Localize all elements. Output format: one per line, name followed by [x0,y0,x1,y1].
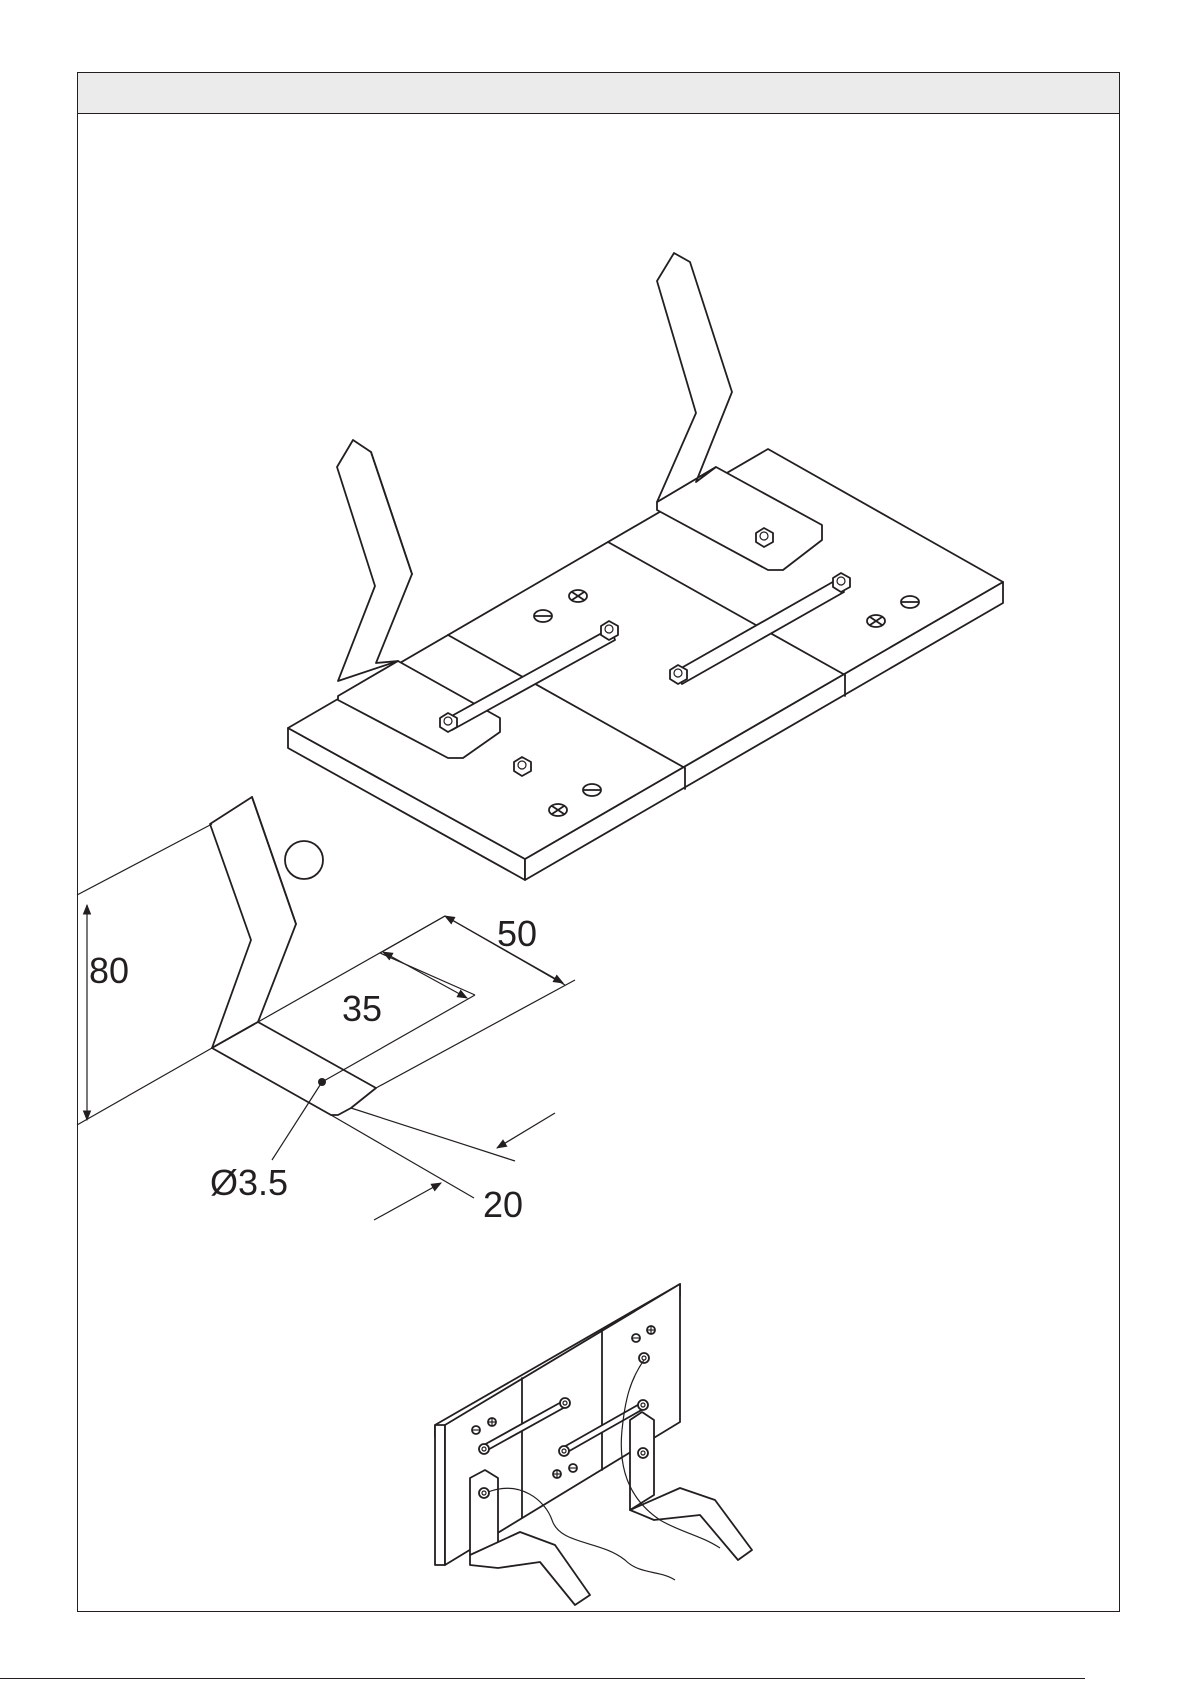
screw-icon [472,1426,480,1434]
nut-icon [639,1353,649,1363]
detail-stand-base [212,1022,376,1115]
hex-nut [670,665,687,684]
dim-80-ext-bottom [77,1048,212,1125]
detail-callout-circle [285,841,323,879]
dim-20-ext-a [351,1108,515,1161]
screw-slotted-icon [901,596,919,608]
upright-right-stand-plate [630,1412,654,1510]
dim-80-ext-top [77,824,212,895]
upright-left-stand-plate [470,1470,498,1555]
hex-nut [756,528,773,547]
upright-board-side [435,1425,445,1565]
upright-board-assembly [435,1284,752,1605]
right-stand-upright [657,253,732,502]
screw-icon [488,1418,496,1426]
screw-icon [632,1334,640,1342]
nut-icon [638,1400,648,1410]
hex-nut [440,713,457,732]
hex-nut [833,573,850,592]
hex-nut [601,621,618,640]
screw-cross-icon [549,804,567,816]
nut-icon [560,1398,570,1408]
screw-cross-icon [867,615,885,627]
dim-hole-diameter-label: Ø3.5 [210,1162,288,1203]
nut-icon [479,1488,489,1498]
dim-35-line [383,952,467,998]
page-bottom-rule [0,1678,1085,1679]
dim-20-arrow-a [497,1113,555,1148]
isometric-board-assembly [288,253,1003,880]
dim-20-ext-b [331,1115,474,1198]
screw-icon [569,1464,577,1472]
hex-nut [514,757,531,776]
screw-icon [553,1470,561,1478]
screw-cross-icon [569,590,587,602]
screw-icon [647,1326,655,1334]
dim-50-label: 50 [497,913,537,954]
dim-80-label: 80 [89,950,129,991]
nut-icon [479,1444,489,1454]
detail-stand-upright [210,797,296,1048]
left-stand-upright [337,440,412,681]
screw-slotted-icon [534,610,552,622]
dim-ext-d [380,916,445,953]
nut-icon [559,1446,569,1456]
nut-icon [638,1448,648,1458]
dim-35-label: 35 [342,988,382,1029]
screw-slotted-icon [583,784,601,796]
dim-20-label: 20 [483,1184,523,1225]
dim-20-arrow-b [374,1183,441,1220]
dim-ext-e [380,953,475,995]
